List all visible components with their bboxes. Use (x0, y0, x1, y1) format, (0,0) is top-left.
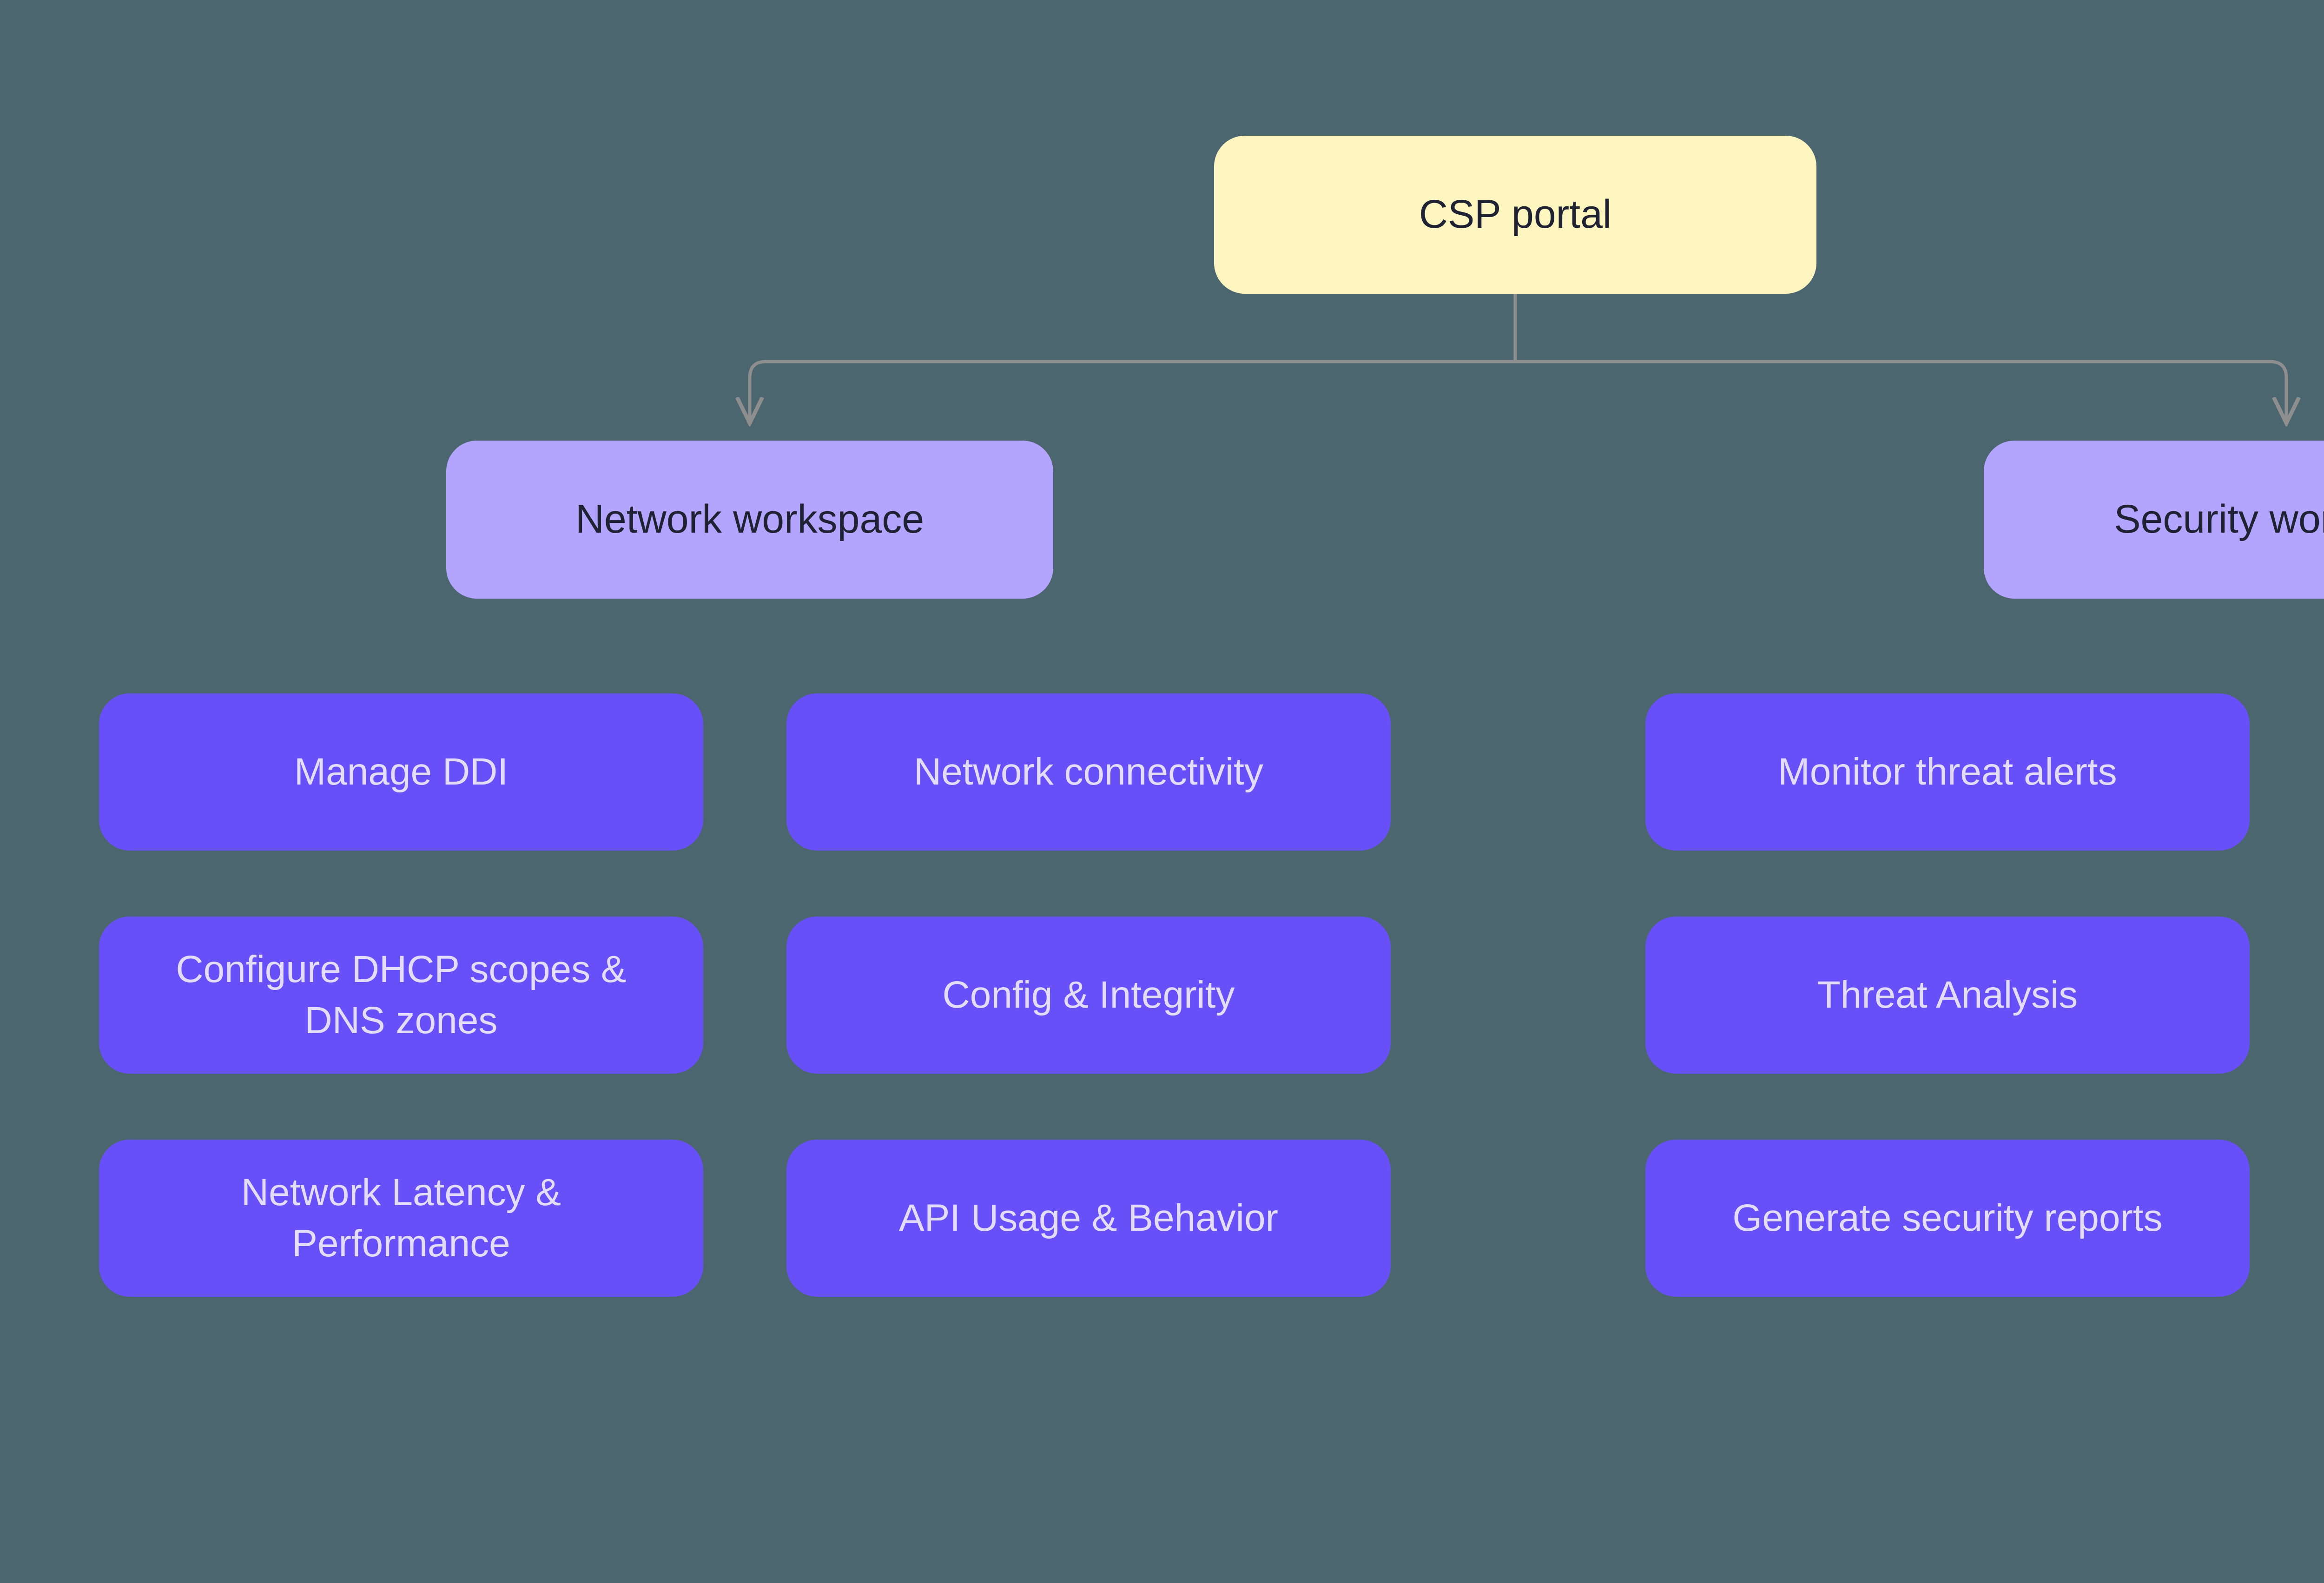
connector-to-security-workspace (1515, 360, 2286, 421)
prompt-label: Network Latency & Performance (241, 1171, 561, 1265)
prompt-label: Threat Analysis (1817, 974, 2078, 1016)
node-security-workspace-label: Security workspace (2114, 497, 2324, 542)
node-csp-portal-label: CSP portal (1419, 192, 1612, 237)
prompt-generate-security-reports[interactable]: Generate security reports (1645, 1140, 2250, 1297)
node-network-workspace-label: Network workspace (575, 497, 924, 542)
prompt-configure-dhcp-scopes-dns-zones[interactable]: Configure DHCP scopes & DNS zones (99, 917, 703, 1074)
prompt-config-integrity[interactable]: Config & Integrity (786, 917, 1391, 1074)
prompt-label: Config & Integrity (942, 974, 1235, 1016)
prompt-label: Monitor threat alerts (1778, 751, 2117, 793)
prompt-monitor-threat-alerts[interactable]: Monitor threat alerts (1645, 693, 2250, 851)
prompt-network-latency-performance[interactable]: Network Latency & Performance (99, 1140, 703, 1297)
connector-to-network-workspace (750, 360, 1515, 421)
node-network-workspace[interactable]: Network workspace (446, 441, 1053, 599)
prompt-label: API Usage & Behavior (899, 1197, 1278, 1240)
prompt-api-usage-behavior[interactable]: API Usage & Behavior (786, 1140, 1391, 1297)
node-security-workspace[interactable]: Security workspace (1984, 441, 2324, 599)
prompt-network-connectivity[interactable]: Network connectivity (786, 693, 1391, 851)
prompt-label: Network connectivity (914, 751, 1263, 793)
prompt-label: Generate security reports (1732, 1197, 2163, 1240)
prompt-label: Configure DHCP scopes & DNS zones (176, 948, 627, 1042)
node-csp-portal[interactable]: CSP portal (1214, 136, 1816, 294)
prompt-label: Manage DDI (294, 751, 508, 793)
prompt-threat-analysis[interactable]: Threat Analysis (1645, 917, 2250, 1074)
prompt-manage-ddi[interactable]: Manage DDI (99, 693, 703, 851)
